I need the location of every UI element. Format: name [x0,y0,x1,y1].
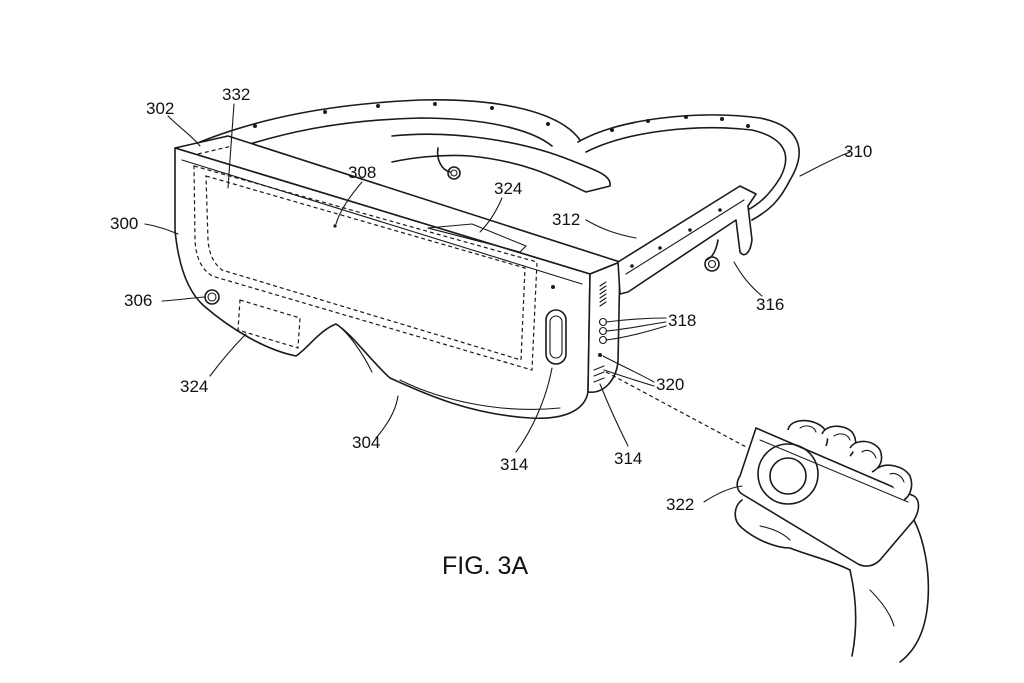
inner-temple-arm [391,133,611,193]
remote-control [736,427,920,567]
numeral-310: 310 [844,142,872,161]
numeral-300: 300 [110,214,138,233]
numeral-324-top: 324 [494,179,522,198]
figure-caption: FIG. 3A [442,552,528,580]
numeral-302: 302 [146,99,174,118]
numeral-318: 318 [668,311,696,330]
lower-cushion [399,379,561,410]
side-vent-grille [599,281,607,307]
goggle-body [174,135,621,420]
numeral-320: 320 [656,375,684,394]
numeral-314-left: 314 [500,455,528,474]
numeral-316: 316 [756,295,784,314]
numeral-308: 308 [348,163,376,182]
outer-temple-arm [617,185,757,295]
numeral-314-right: 314 [614,449,642,468]
head-strap [199,99,800,221]
numeral-304: 304 [352,433,380,452]
numeral-324-bottom: 324 [180,377,208,396]
reference-numerals: 302 332 308 324 310 300 312 306 316 318 … [110,85,872,514]
numeral-312: 312 [552,210,580,229]
hand [734,419,930,663]
leader-lines [144,103,851,503]
signal-line [605,371,749,449]
numeral-306: 306 [124,291,152,310]
numeral-332: 332 [222,85,250,104]
numeral-322: 322 [666,495,694,514]
